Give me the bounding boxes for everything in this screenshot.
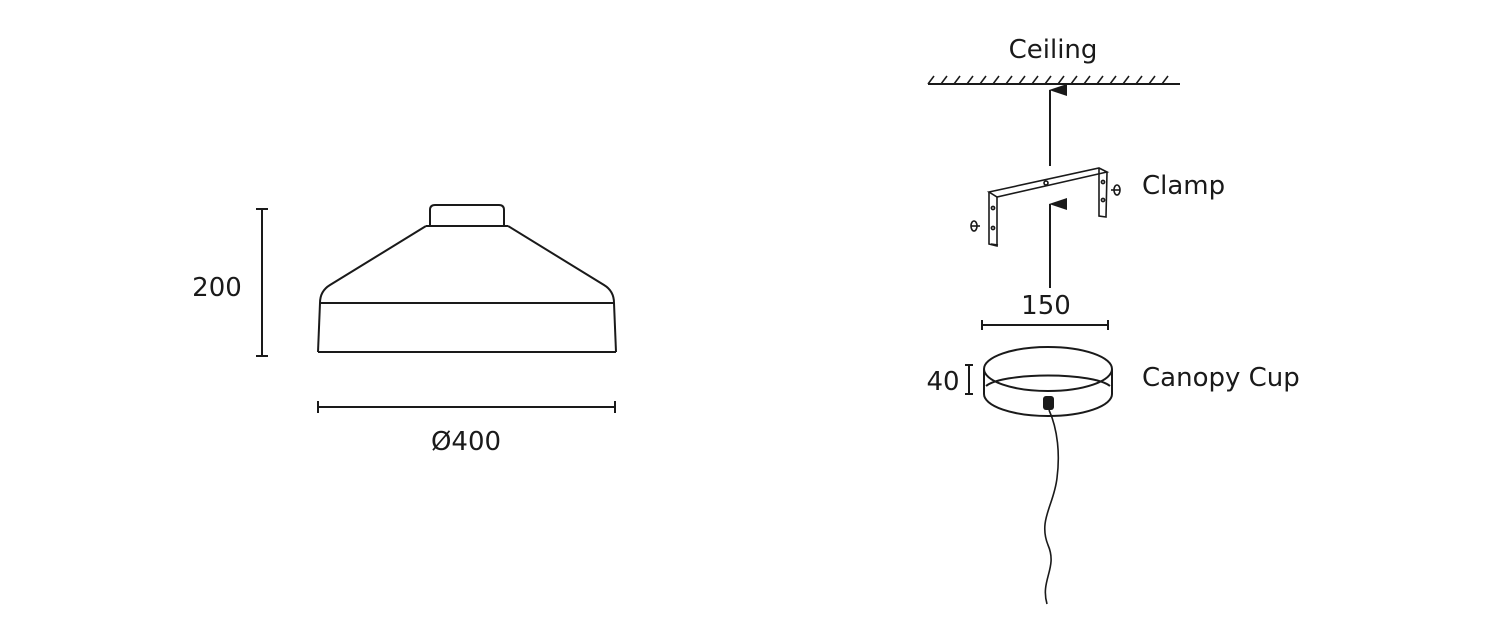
ceiling-hatch-mark — [992, 75, 1000, 85]
shade-cone-right — [507, 225, 615, 304]
ceiling-hatch-mark — [966, 75, 974, 85]
ceiling-hatch-mark — [953, 75, 961, 85]
canopy-width-dimension: 150 — [981, 291, 1109, 330]
ceiling-hatch-mark — [940, 75, 948, 85]
diameter-dimension-label: Ø400 — [431, 427, 501, 457]
diameter-dimension: Ø400 — [317, 401, 616, 457]
canopy-cup — [983, 346, 1113, 417]
power-cable — [1043, 409, 1060, 605]
ceiling-hatch-mark — [979, 75, 987, 85]
cable-grip — [1043, 396, 1054, 410]
ceiling-hatching — [927, 75, 1169, 85]
ceiling-hatch-mark — [1109, 75, 1117, 85]
ceiling-hatch-mark — [1005, 75, 1013, 85]
height-dimension-label: 200 — [192, 273, 242, 303]
ceiling-hatch-mark — [1018, 75, 1026, 85]
ceiling-hatch-mark — [1070, 75, 1078, 85]
height-dimension: 200 — [192, 208, 268, 357]
lamp-shade-drawing — [317, 204, 617, 353]
ceiling-hatch-mark — [1044, 75, 1052, 85]
ceiling: Ceiling — [927, 35, 1180, 85]
ceiling-label: Ceiling — [1009, 35, 1098, 65]
ceiling-hatch-mark — [1135, 75, 1143, 85]
canopy-height-dimension: 40 — [926, 364, 973, 397]
canopy-height-label: 40 — [926, 367, 959, 397]
ceiling-hatch-mark — [1096, 75, 1104, 85]
ceiling-hatch-mark — [1057, 75, 1065, 85]
screw-icon — [970, 220, 980, 232]
canopy-cup-label: Canopy Cup — [1142, 363, 1300, 393]
ceiling-hatch-mark — [1031, 75, 1039, 85]
clamp-bracket — [970, 167, 1121, 248]
canopy-width-label: 150 — [1021, 291, 1071, 321]
ceiling-hatch-mark — [927, 75, 935, 85]
ceiling-hatch-mark — [1122, 75, 1130, 85]
shade-cone-left — [319, 225, 427, 304]
clamp-label: Clamp — [1142, 171, 1225, 201]
ceiling-hatch-mark — [1148, 75, 1156, 85]
screw-icon — [1111, 184, 1121, 196]
ceiling-hatch-mark — [1161, 75, 1169, 85]
shade-collar — [429, 204, 505, 226]
ceiling-hatch-mark — [1083, 75, 1091, 85]
